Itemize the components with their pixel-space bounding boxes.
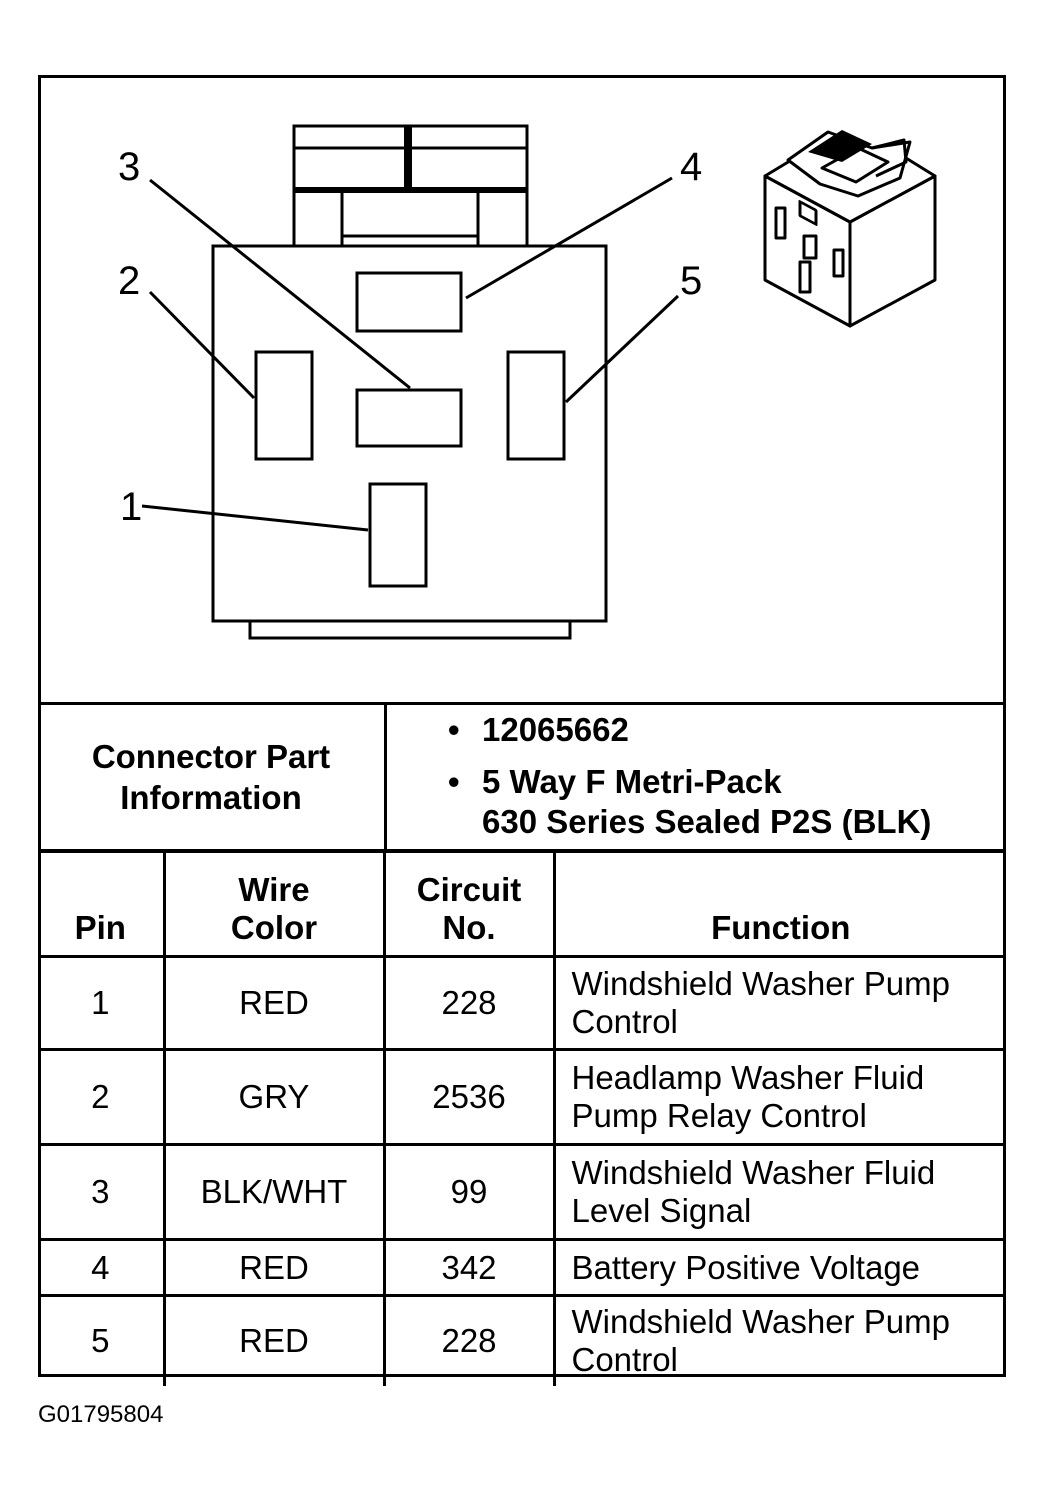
cell-circuit: 228 — [382, 955, 556, 1051]
pin-table: Pin Wire Color Circuit No. Function 1 RE… — [38, 849, 1006, 1386]
table-row: 4 RED 342 Battery Positive Voltage — [38, 1238, 1006, 1297]
cell-function: Battery Positive Voltage — [552, 1238, 1006, 1297]
part-number-row: • 12065662 — [438, 710, 931, 750]
leader-line-3 — [149, 178, 411, 390]
cell-circuit: 228 — [382, 1294, 556, 1386]
cell-function: Windshield Washer Pump Control — [552, 1294, 1006, 1386]
figure-id: G01795804 — [38, 1401, 164, 1428]
pin-cavity-4 — [355, 271, 463, 333]
pin-cavity-3 — [355, 388, 463, 448]
header-function: Function — [552, 849, 1006, 958]
connector-type-row: • 5 Way F Metri-Pack 630 Series Sealed P… — [438, 762, 931, 842]
leader-line-4 — [465, 176, 673, 300]
cell-wire-color: RED — [162, 1294, 386, 1386]
cell-function: Windshield Washer Fluid Level Signal — [552, 1143, 1006, 1241]
cell-function: Windshield Washer Pump Control — [552, 955, 1006, 1051]
cell-wire-color: RED — [162, 1238, 386, 1297]
connector-body — [211, 244, 608, 623]
leader-line-2 — [148, 290, 256, 400]
connector-lock-tab — [292, 124, 529, 248]
bullet: • — [448, 763, 460, 800]
connector-part-information: Connector Part Information • 12065662 • … — [38, 702, 1006, 852]
table-row: 5 RED 228 Windshield Washer Pump Control — [38, 1294, 1006, 1386]
divider — [38, 702, 1006, 705]
table-header-row: Pin Wire Color Circuit No. Function — [38, 849, 1006, 958]
cell-pin: 1 — [38, 955, 166, 1051]
header-wire-color: Wire Color — [162, 849, 386, 958]
cell-pin: 5 — [38, 1294, 166, 1386]
leader-line-1 — [141, 504, 369, 532]
cell-circuit: 342 — [382, 1238, 556, 1297]
connector-info-values: • 12065662 • 5 Way F Metri-Pack 630 Seri… — [438, 710, 931, 842]
header-circuit-no: Circuit No. — [382, 849, 556, 958]
pin-callout-2: 2 — [118, 259, 140, 303]
leader-line-5 — [564, 294, 680, 404]
connector-info-label: Connector Part Information — [91, 738, 331, 816]
connector-type: 5 Way F Metri-Pack 630 Series Sealed P2S… — [482, 763, 932, 840]
table-row: 2 GRY 2536 Headlamp Washer Fluid Pump Re… — [38, 1048, 1006, 1146]
cell-circuit: 99 — [382, 1143, 556, 1241]
bullet: • — [448, 711, 460, 748]
table-row: 3 BLK/WHT 99 Windshield Washer Fluid Lev… — [38, 1143, 1006, 1241]
connector-isometric-view — [763, 130, 937, 328]
pin-callout-1: 1 — [120, 485, 142, 529]
header-pin: Pin — [38, 849, 166, 958]
divider — [384, 702, 387, 852]
pin-cavity-2 — [254, 350, 314, 461]
cell-pin: 2 — [38, 1048, 166, 1146]
cell-pin: 3 — [38, 1143, 166, 1241]
pin-callout-4: 4 — [680, 145, 702, 189]
cell-wire-color: BLK/WHT — [162, 1143, 386, 1241]
cell-function: Headlamp Washer Fluid Pump Relay Control — [552, 1048, 1006, 1146]
cell-circuit: 2536 — [382, 1048, 556, 1146]
table-row: 1 RED 228 Windshield Washer Pump Control — [38, 955, 1006, 1051]
pin-cavity-5 — [506, 350, 566, 461]
cell-wire-color: GRY — [162, 1048, 386, 1146]
pin-callout-5: 5 — [680, 259, 702, 303]
connector-face-diagram: 3 4 2 5 1 — [118, 124, 937, 640]
cell-pin: 4 — [38, 1238, 166, 1297]
part-number: 12065662 — [482, 711, 629, 748]
pin-callout-3: 3 — [118, 145, 140, 189]
connector-bottom-rail — [248, 621, 572, 640]
pin-cavity-1 — [368, 482, 428, 588]
cell-wire-color: RED — [162, 955, 386, 1051]
